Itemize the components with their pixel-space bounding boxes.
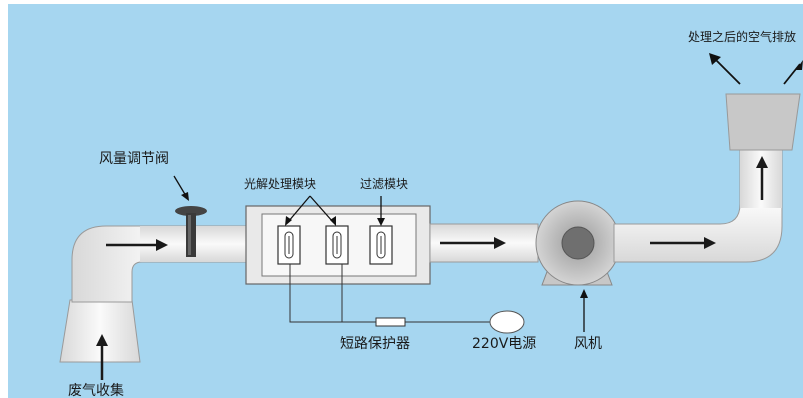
module-pointer-heads [285, 216, 385, 226]
fan-label: 风机 [574, 336, 602, 352]
power-label: 220V电源 [472, 336, 537, 352]
waste-gas-label: 废气收集 [68, 383, 124, 398]
diagram-background [8, 4, 803, 398]
outlet-duct [613, 147, 783, 263]
flow-arrows [96, 156, 768, 380]
damper-valve [175, 206, 207, 257]
exhaust-out-label: 处理之后的空气排放 [688, 30, 797, 44]
inlet-duct [71, 225, 247, 303]
fan-pointer [580, 289, 588, 332]
filter-element [369, 225, 393, 265]
uv-lamp-2 [325, 225, 349, 265]
photolysis-module-label: 光解处理模块 [244, 177, 317, 191]
short-circuit-protector [375, 317, 406, 327]
fan-unit [535, 200, 621, 286]
exhaust-hood [725, 93, 801, 151]
wiring [289, 264, 490, 323]
inlet-hood [59, 299, 141, 363]
short-protect-label: 短路保护器 [340, 336, 410, 352]
damper-pointer [173, 175, 189, 201]
damper-label: 风量调节阀 [99, 151, 169, 167]
power-source [489, 310, 525, 334]
filter-module-label: 过滤模块 [360, 177, 409, 191]
module-pointers [287, 195, 382, 223]
uv-lamp-1 [277, 225, 301, 265]
exhaust-arrows [709, 53, 803, 85]
